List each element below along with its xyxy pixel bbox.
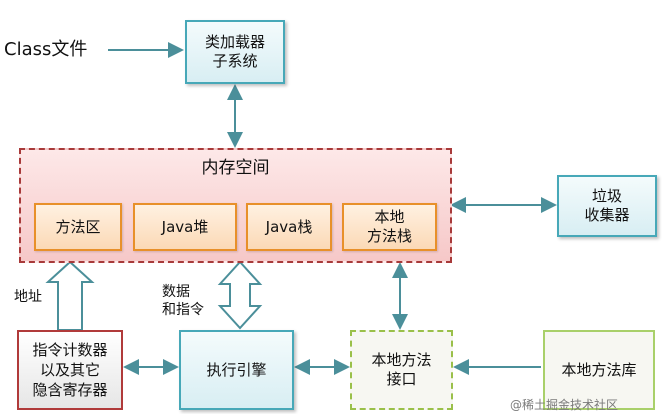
native-method-library: 本地方法库 bbox=[543, 330, 655, 410]
watermark: @稀土掘金技术社区 bbox=[510, 398, 619, 412]
java-heap: Java堆 bbox=[133, 203, 237, 251]
java-stack: Java栈 bbox=[246, 203, 332, 251]
method-area: 方法区 bbox=[34, 203, 122, 251]
pc-register-line-1: 指令计数器 bbox=[32, 341, 108, 359]
garbage-collector-line-2: 收集器 bbox=[584, 206, 630, 224]
execution-engine: 执行引擎 bbox=[179, 330, 294, 410]
garbage-collector-line-1: 垃圾 bbox=[591, 187, 622, 205]
hollow-arrow-address bbox=[45, 260, 95, 331]
class-loader-line-1: 类加载器 bbox=[204, 33, 265, 51]
class-loader-line-2: 子系统 bbox=[212, 52, 258, 70]
pc-register-line-2: 以及其它 bbox=[39, 361, 100, 379]
address-label: 地址 bbox=[14, 289, 42, 305]
memory-space-title: 内存空间 bbox=[201, 157, 270, 178]
native-interface-line-2: 接口 bbox=[386, 370, 417, 388]
pc-register: 指令计数器 以及其它 隐含寄存器 bbox=[17, 330, 123, 410]
native-method-stack-line-1: 本地 bbox=[374, 208, 405, 226]
pc-register-line-3: 隐含寄存器 bbox=[32, 381, 108, 399]
native-method-stack: 本地 方法栈 bbox=[342, 203, 437, 251]
native-method-stack-line-2: 方法栈 bbox=[366, 227, 412, 245]
class-loader-subsystem: 类加载器 子系统 bbox=[185, 20, 285, 84]
data-instructions-label: 数据 和指令 bbox=[162, 283, 204, 319]
data-instructions-line-2: 和指令 bbox=[162, 302, 204, 318]
garbage-collector: 垃圾 收集器 bbox=[557, 175, 657, 237]
class-file-label: Class文件 bbox=[4, 39, 88, 60]
native-interface-line-1: 本地方法 bbox=[371, 351, 432, 369]
data-instructions-line-1: 数据 bbox=[162, 284, 190, 300]
native-method-interface: 本地方法 接口 bbox=[350, 330, 453, 410]
hollow-double-arrow-data bbox=[217, 260, 263, 330]
